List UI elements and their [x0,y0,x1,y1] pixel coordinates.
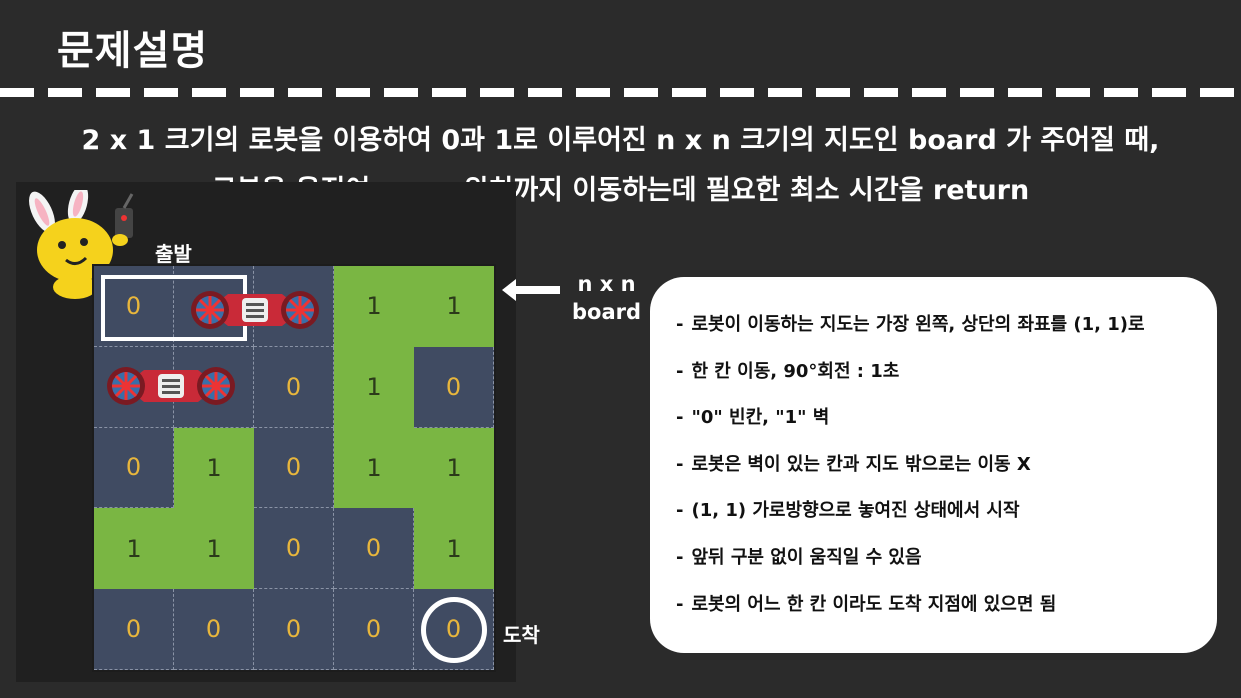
board-cell: 0 [254,427,334,509]
dashed-divider [0,88,1241,97]
board-cell: 1 [334,427,414,509]
board-cell: 0 [94,589,174,670]
rule-item: -"0" 빈칸, "1" 벽 [676,407,830,429]
board-cell: 0 [414,346,494,428]
board-cell: 1 [414,266,494,347]
board-cell: 0 [94,427,174,509]
board-cell: 1 [414,508,494,590]
rule-item: -(1, 1) 가로방향으로 놓여진 상태에서 시작 [676,500,1020,522]
board-cell: 0 [254,589,334,670]
page-title: 문제설명 [57,28,209,74]
board-cell: 1 [334,346,414,428]
problem-subtitle-line-1: 2 x 1 크기의 로봇을 이용하여 0과 1로 이루어진 n x n 크기의 … [81,125,1160,156]
rule-item: -로봇이 이동하는 지도는 가장 왼쪽, 상단의 좌표를 (1, 1)로 [676,314,1145,335]
board-label-name: board [572,300,642,324]
board-cell: 1 [174,427,254,509]
rules-list: -로봇이 이동하는 지도는 가장 왼쪽, 상단의 좌표를 (1, 1)로 -한 … [650,277,1217,637]
rule-text: "0" 빈칸, "1" 벽 [691,407,830,429]
goal-marker [421,597,487,663]
rule-text: 한 칸 이동, 90°회전 : 1초 [691,360,900,382]
arrow-left-icon [502,279,560,301]
rule-item: -로봇의 어느 한 칸 이라도 도착 지점에 있으면 됨 [676,593,1057,615]
board-cell: 0 [334,589,414,670]
board-cell: 1 [94,508,174,590]
board-label-size: n x n [577,272,636,296]
robot-icon [191,291,319,329]
rule-item: -로봇은 벽이 있는 칸과 지도 밖으로는 이동 X [676,453,1031,475]
board-label: n x n board [572,270,641,326]
board-cell: 0 [94,266,174,347]
rule-text: 로봇이 이동하는 지도는 가장 왼쪽, 상단의 좌표를 (1, 1)로 [691,314,1145,335]
rule-item: -앞뒤 구분 없이 움직일 수 있음 [676,546,922,568]
start-label: 출발 [155,242,192,266]
board-cell: 1 [414,427,494,509]
rule-text: 로봇의 어느 한 칸 이라도 도착 지점에 있으면 됨 [691,593,1057,615]
rule-text: (1, 1) 가로방향으로 놓여진 상태에서 시작 [691,500,1020,522]
board-cell: 0 [174,589,254,670]
board-cell: 0 [254,508,334,590]
rule-text: 앞뒤 구분 없이 움직일 수 있음 [691,546,922,568]
goal-label: 도착 [503,623,540,647]
board-cell: 1 [174,508,254,590]
board-cell: 1 [334,266,414,347]
rules-card: -로봇이 이동하는 지도는 가장 왼쪽, 상단의 좌표를 (1, 1)로 -한 … [650,277,1217,653]
board-cell: 0 [334,508,414,590]
rule-item: -한 칸 이동, 90°회전 : 1초 [676,360,900,382]
robot-icon [107,367,235,405]
rule-text: 로봇은 벽이 있는 칸과 지도 밖으로는 이동 X [691,453,1031,475]
board-cell: 0 [254,346,334,428]
